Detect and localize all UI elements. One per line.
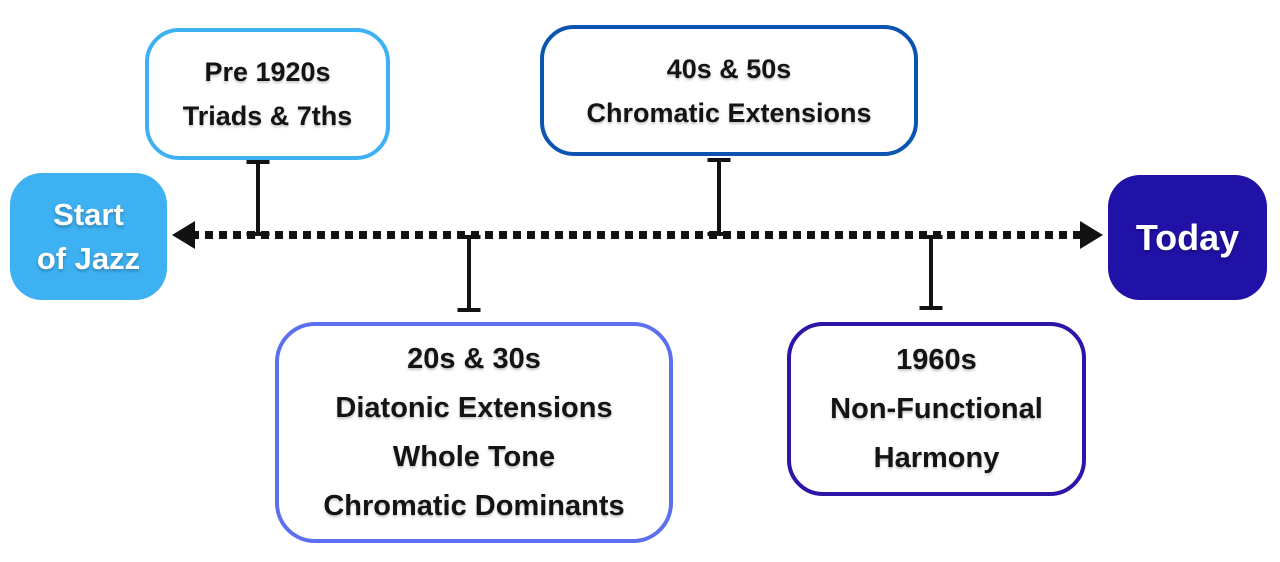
connector-1960s <box>929 235 933 310</box>
connector-40s-50s <box>717 158 721 236</box>
event-line: Pre 1920s <box>204 57 331 87</box>
event-line: 40s & 50s <box>666 53 792 84</box>
event-box-40s-50s: 40s & 50s Chromatic Extensions <box>540 25 918 156</box>
event-box-pre-1920s: Pre 1920s Triads & 7ths <box>145 28 390 160</box>
left-arrowhead-icon <box>172 221 195 249</box>
right-arrowhead-icon <box>1080 221 1103 249</box>
event-box-1960s: 1960s Non-Functional Harmony <box>787 322 1086 496</box>
event-line: Harmony <box>873 441 1000 474</box>
event-line: 20s & 30s <box>407 342 541 375</box>
timeline-dotted-axis <box>191 231 1085 239</box>
event-line: 1960s <box>896 343 977 376</box>
event-line: Chromatic Extensions <box>586 97 872 128</box>
timeline-start-node: Start of Jazz <box>10 173 167 300</box>
timeline-end-node: Today <box>1108 175 1267 300</box>
event-line: Diatonic Extensions <box>335 391 613 424</box>
event-line: Triads & 7ths <box>182 101 353 131</box>
event-box-20s-30s: 20s & 30s Diatonic Extensions Whole Tone… <box>275 322 673 543</box>
connector-20s-30s <box>467 235 471 312</box>
start-label-line-1: Start <box>53 196 124 232</box>
event-line: Chromatic Dominants <box>323 489 625 522</box>
today-label: Today <box>1135 216 1240 258</box>
connector-pre-1920s <box>256 160 260 236</box>
start-label-line-2: of Jazz <box>36 240 141 276</box>
event-line: Non-Functional <box>830 392 1043 425</box>
event-line: Whole Tone <box>392 440 556 473</box>
